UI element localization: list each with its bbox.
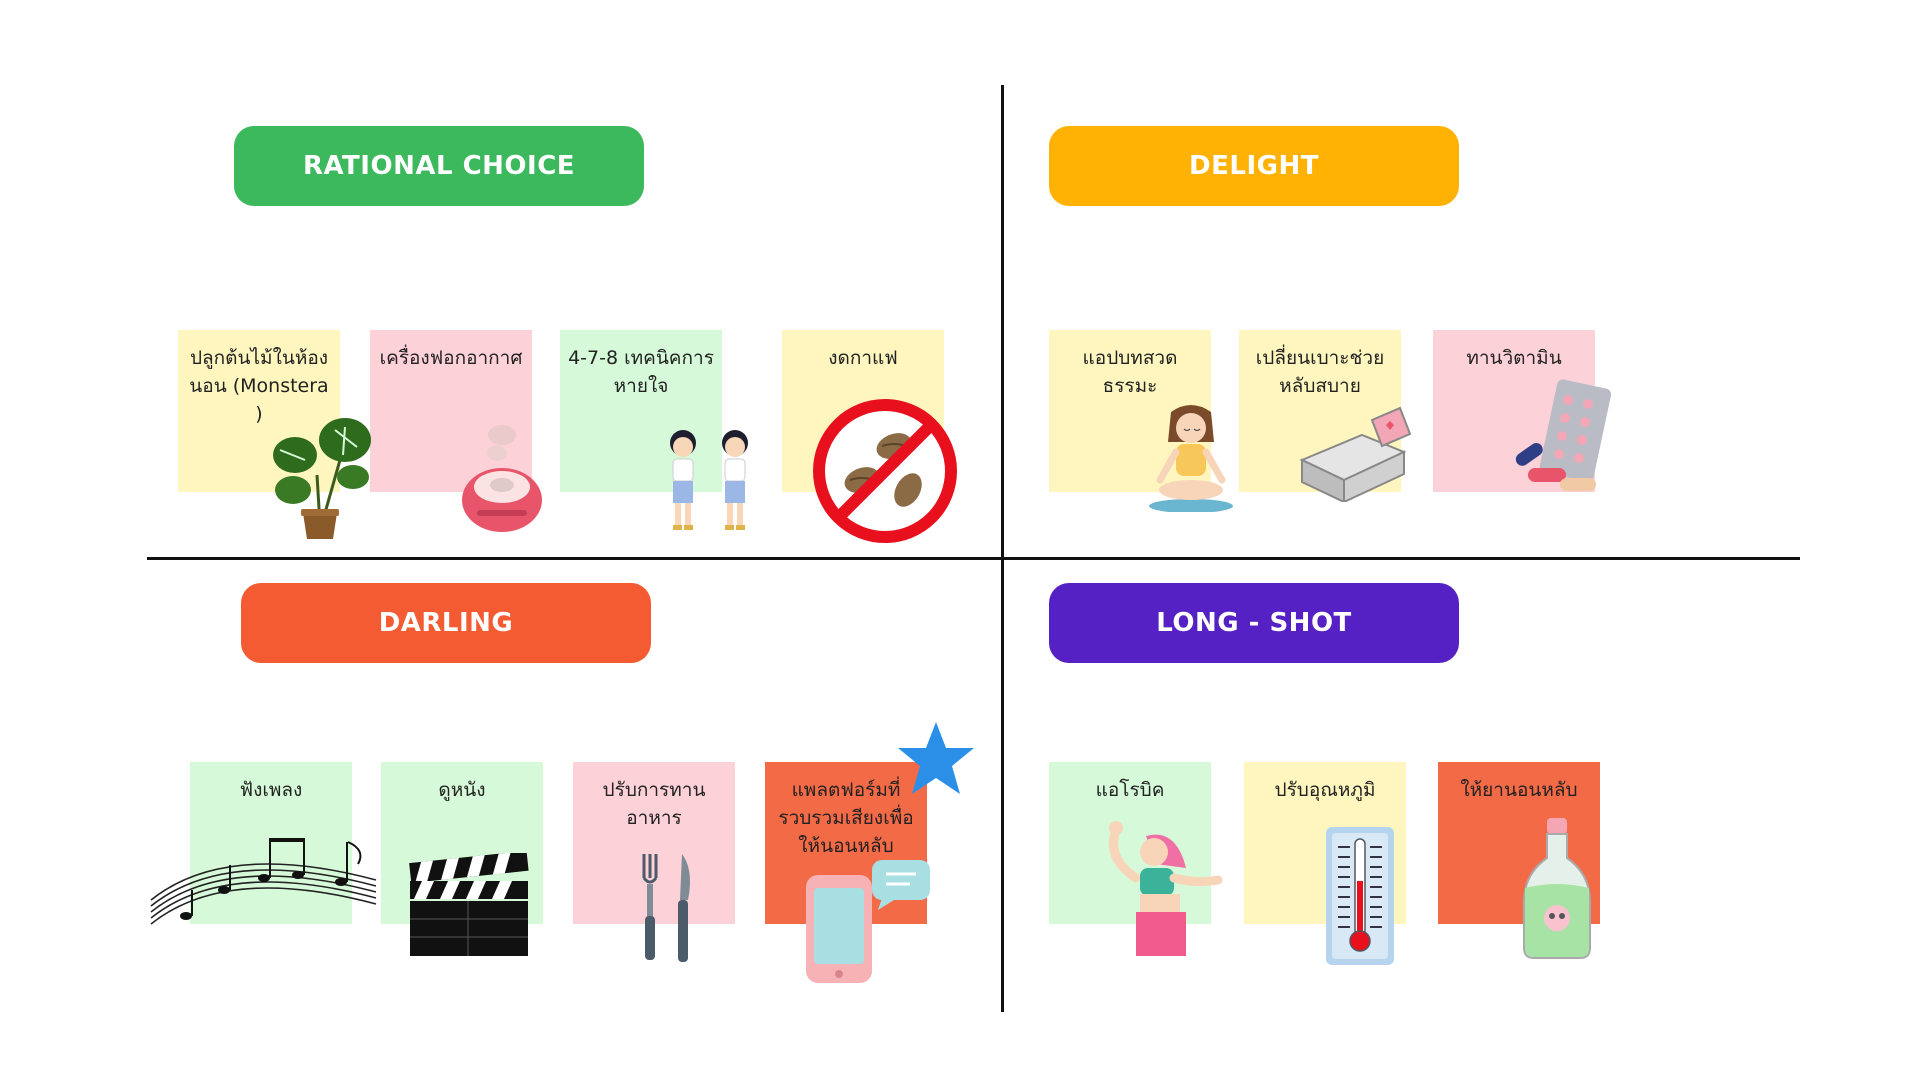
delight-title: DELIGHT <box>1049 126 1459 206</box>
note-text: ดูหนัง <box>438 779 486 801</box>
horizontal-axis <box>147 557 1800 560</box>
note-text: แอโรบิค <box>1095 779 1165 801</box>
note-text: ปรับการทานอาหาร <box>602 779 706 829</box>
note-text: เครื่องฟอกอากาศ <box>379 347 523 369</box>
note-aerobic: แอโรบิค <box>1049 762 1211 924</box>
vertical-axis <box>1001 85 1004 1012</box>
note-text: 4-7-8 เทคนิคการหายใจ <box>568 347 714 397</box>
note-air-purifier: เครื่องฟอกอากาศ <box>370 330 532 492</box>
note-text: เปลี่ยนเบาะช่วยหลับสบาย <box>1255 347 1385 397</box>
monstera-plant-icon <box>273 418 371 539</box>
fork-knife-icon <box>642 854 690 962</box>
star-icon <box>898 722 974 794</box>
air-purifier-icon <box>462 425 542 532</box>
no-coffee-icon <box>813 399 957 543</box>
aerobic-dancer-icon <box>1109 821 1223 956</box>
phone-chat-icon <box>806 860 930 983</box>
note-text: แพลตฟอร์มที่รวบรวมเสียงเพื่อให้นอนหลับ <box>778 779 914 857</box>
thermometer-icon <box>1326 827 1394 965</box>
clapperboard-icon <box>409 853 529 956</box>
note-text: งดกาแฟ <box>828 347 898 369</box>
long-shot-title: LONG - SHOT <box>1049 583 1459 663</box>
note-text: ปลูกต้นไม้ในห้องนอน (Monstera ) <box>189 347 329 425</box>
note-monstera: ปลูกต้นไม้ในห้องนอน (Monstera ) <box>178 330 340 492</box>
darling-title: DARLING <box>241 583 651 663</box>
note-text: ทานวิตามิน <box>1466 347 1562 369</box>
note-diet: ปรับการทานอาหาร <box>573 762 735 924</box>
note-text: ปรับอุณหภูมิ <box>1274 779 1376 801</box>
breathing-kids-icon <box>670 430 748 530</box>
rational-choice-title: RATIONAL CHOICE <box>234 126 644 206</box>
note-breathing: 4-7-8 เทคนิคการหายใจ <box>560 330 722 492</box>
note-text: ให้ยานอนหลับ <box>1460 779 1578 801</box>
meditation-girl-icon <box>1149 405 1233 512</box>
note-text: แอปบทสวดธรรมะ <box>1082 347 1178 397</box>
bed-icon <box>1299 406 1412 502</box>
music-notes-icon <box>150 838 377 925</box>
note-text: ฟังเพลง <box>239 779 303 801</box>
poison-bottle-icon <box>1523 818 1591 959</box>
vitamin-pills-icon <box>1515 379 1612 491</box>
